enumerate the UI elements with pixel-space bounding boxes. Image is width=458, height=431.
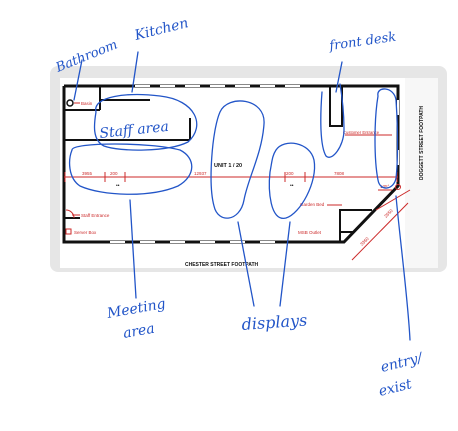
dim-3360: 3360 xyxy=(359,236,370,247)
garden-bed-label: Garden Bed xyxy=(300,202,325,207)
dim-12937: 12937 xyxy=(194,171,207,176)
customer-entrance-label: Customer Entrance xyxy=(343,130,380,135)
meeting-area-outline xyxy=(68,143,193,195)
displays-arrow-left xyxy=(237,221,255,307)
displays-annotation: displays xyxy=(241,310,308,334)
dim-3955: 3955 xyxy=(82,171,93,176)
doggett-footpath-strip xyxy=(405,78,438,268)
entry-annotation-line2: exist xyxy=(377,376,414,400)
entry-arrow xyxy=(395,195,411,341)
column-marker-right: •• xyxy=(290,183,294,189)
meeting-area-arrow xyxy=(129,199,137,299)
dim-2650: 2650 xyxy=(383,208,394,219)
front-desk-outline xyxy=(320,83,345,158)
kitchen-annotation: Kitchen xyxy=(132,15,190,44)
staff-area-annotation: Staff area xyxy=(99,119,170,142)
entry-annotation-line1: entry/ xyxy=(379,350,425,376)
basin-label: Basin xyxy=(81,101,93,106)
angle-label: 135° xyxy=(380,184,390,189)
chester-street-label: CHESTER STREET FOOTPATH xyxy=(185,262,259,268)
handwritten-annotations xyxy=(68,51,411,341)
dim-200-right: 200 xyxy=(286,171,294,176)
meeting-annotation-line2: area xyxy=(122,321,156,342)
dim-200-left: 200 xyxy=(110,171,118,176)
front-desk-annotation: front desk xyxy=(327,30,397,54)
doggett-street-label: DOGGETT STREET FOOTPATH xyxy=(419,106,425,180)
dim-7808: 7808 xyxy=(334,171,345,176)
front-desk-arrow xyxy=(335,61,343,93)
column-marker-left: •• xyxy=(116,183,120,189)
staff-door-swing xyxy=(65,209,75,219)
display-outline-left xyxy=(210,100,265,219)
server-box-label: Server Box xyxy=(74,230,97,235)
diagonal-dimensions xyxy=(351,189,411,261)
meeting-annotation-line1: Meeting xyxy=(105,296,167,322)
display-outline-right xyxy=(268,142,316,219)
displays-arrow-right xyxy=(279,221,291,307)
msb-outlet-label: MSB Outlet xyxy=(298,230,322,235)
bathroom-arrow xyxy=(73,59,83,101)
unit-label: UNIT 1 / 20 xyxy=(214,163,242,169)
interior-walls xyxy=(64,85,372,242)
corner-marker xyxy=(395,184,401,190)
staff-area-outline xyxy=(93,93,198,151)
kitchen-arrow xyxy=(131,51,139,93)
basin-icon xyxy=(66,99,74,107)
dimension-line xyxy=(64,172,398,182)
server-box-icon xyxy=(65,228,72,235)
entry-outline xyxy=(374,88,399,189)
staff-entrance-label: Staff Entrance xyxy=(81,213,110,218)
